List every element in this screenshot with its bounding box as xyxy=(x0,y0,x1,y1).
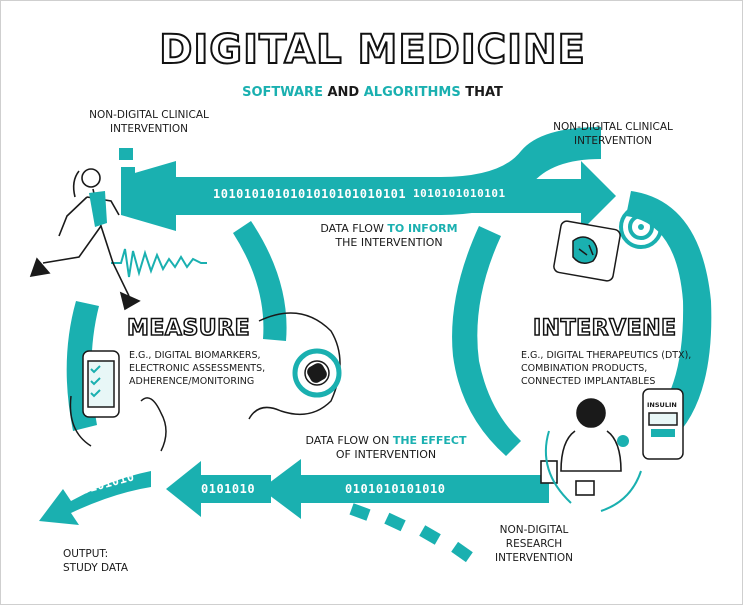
data-flow-bottom: DATA FLOW ON THE EFFECT OF INTERVENTION xyxy=(301,434,471,462)
dash-research-1 xyxy=(349,503,371,521)
data-flow-bottom-post: OF INTERVENTION xyxy=(335,448,437,461)
dash-arrow-2 xyxy=(121,167,135,179)
tablet-illustration xyxy=(553,220,621,282)
label-nondigital-top-left: NON-DIGITAL CLINICAL INTERVENTION xyxy=(69,108,229,136)
measure-heading: MEASURE xyxy=(126,315,251,342)
data-flow-top-post: THE INTERVENTION xyxy=(335,236,443,249)
label-output: OUTPUT: STUDY DATA xyxy=(63,547,128,575)
stomach-illustration xyxy=(248,312,342,420)
label-nondigital-top-left-line1: NON-DIGITAL CLINICAL xyxy=(89,109,209,121)
page-title: DIGITAL MEDICINE xyxy=(158,26,586,74)
measure-line-3: ADHERENCE/MONITORING xyxy=(129,376,255,387)
data-flow-top: DATA FLOW TO INFORM THE INTERVENTION xyxy=(309,222,469,250)
measure-examples: E.G., DIGITAL BIOMARKERS, ELECTRONIC ASS… xyxy=(129,349,265,388)
label-nondigital-bottom-line2: RESEARCH xyxy=(505,538,563,550)
insulin-phone xyxy=(642,388,684,460)
label-output-line1: OUTPUT: xyxy=(63,548,109,560)
heartbeat-line xyxy=(111,248,207,278)
output-arrow xyxy=(39,471,151,525)
subtitle: SOFTWARE AND ALGORITHMS THAT xyxy=(1,85,742,100)
bottom-flow-arrow xyxy=(261,459,549,519)
right-loop xyxy=(626,191,712,441)
data-flow-top-highlight: TO INFORM xyxy=(387,222,458,235)
measure-phone xyxy=(69,350,167,452)
insulin-label: INSULIN xyxy=(647,401,677,409)
binary-top-main: 1010101010101010101010101 xyxy=(213,187,407,201)
dash-research-3 xyxy=(419,525,441,545)
label-output-line2: STUDY DATA xyxy=(63,562,129,574)
top-right-flow-arrow xyxy=(406,161,616,231)
data-flow-top-pre: DATA FLOW xyxy=(320,222,384,235)
data-flow-bottom-pre: DATA FLOW ON xyxy=(305,434,390,447)
intervene-line-1: E.G., DIGITAL THERAPEUTICS (DTX), xyxy=(521,350,692,361)
dash-arrow-1 xyxy=(119,148,133,160)
right-inner-arc xyxy=(452,226,521,456)
label-nondigital-bottom-line1: NON-DIGITAL xyxy=(499,524,569,536)
label-nondigital-bottom: NON-DIGITAL RESEARCH INTERVENTION xyxy=(479,523,589,565)
cycle-arrow xyxy=(544,430,572,504)
measure-line-1: E.G., DIGITAL BIOMARKERS, xyxy=(129,350,261,361)
runner-top xyxy=(89,191,107,227)
label-nondigital-top-right-line1: NON-DIGITAL CLINICAL xyxy=(553,121,673,133)
subtitle-and: AND xyxy=(327,85,360,100)
subtitle-that: THAT xyxy=(465,85,503,100)
person-illustration xyxy=(540,398,629,496)
label-nondigital-top-left-line2: INTERVENTION xyxy=(109,123,189,135)
intervene-line-3: CONNECTED IMPLANTABLES xyxy=(521,376,656,387)
cycle-arrow-2 xyxy=(600,470,642,512)
subtitle-algorithms: ALGORITHMS xyxy=(363,85,461,100)
binary-bottom-mid: 0101010101010 xyxy=(345,482,446,496)
data-flow-bottom-highlight: THE EFFECT xyxy=(392,434,467,447)
left-inner-arc xyxy=(233,221,287,341)
label-nondigital-top-right: NON-DIGITAL CLINICAL INTERVENTION xyxy=(533,120,693,148)
label-nondigital-top-right-line2: INTERVENTION xyxy=(573,135,653,147)
dash-research-2 xyxy=(384,512,406,532)
binary-bottom-left: 0101010 xyxy=(201,482,256,496)
label-nondigital-bottom-line3: INTERVENTION xyxy=(494,552,574,564)
intervene-examples: E.G., DIGITAL THERAPEUTICS (DTX), COMBIN… xyxy=(521,349,691,388)
measure-line-2: ELECTRONIC ASSESSMENTS, xyxy=(129,363,266,374)
intervene-line-2: COMBINATION PRODUCTS, xyxy=(521,363,648,374)
bottom-left-flow-arrow xyxy=(166,461,271,517)
dash-research-4 xyxy=(451,541,473,563)
intervene-heading: INTERVENE xyxy=(532,315,677,342)
target-symbol xyxy=(619,205,663,249)
subtitle-software: SOFTWARE xyxy=(242,85,323,100)
binary-top-right: 1010101010101 xyxy=(413,187,506,200)
